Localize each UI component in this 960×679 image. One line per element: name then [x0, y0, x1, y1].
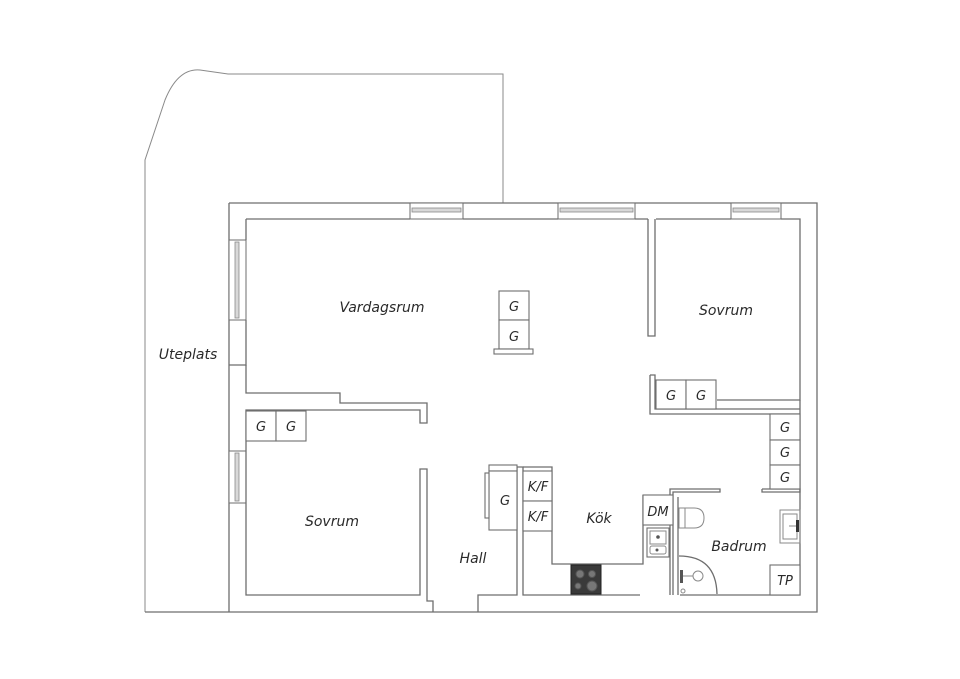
wardrobe-label: G: [509, 330, 519, 345]
window-left-2: [228, 450, 247, 504]
room-label-sovrum-right: Sovrum: [699, 303, 753, 319]
shower-icon: [678, 555, 718, 595]
kitchen-fridge-freezer[interactable]: K/F K/F: [522, 470, 553, 532]
fridge-label: K/F: [528, 510, 549, 525]
window-top-2: [557, 202, 636, 220]
washer-dryer-label: TP: [777, 574, 793, 589]
wardrobe-label: G: [286, 420, 296, 435]
dishwasher[interactable]: DM: [642, 494, 674, 526]
kitchen-sink-icon: [646, 527, 670, 558]
room-label-hall: Hall: [460, 551, 487, 567]
wardrobe-label: G: [509, 300, 519, 315]
wardrobe-label: G: [256, 420, 266, 435]
wardrobe-label: G: [780, 421, 790, 436]
wardrobe-label: G: [666, 389, 676, 404]
wardrobe-label: G: [696, 389, 706, 404]
toilet-icon: [678, 507, 705, 529]
room-label-badrum: Badrum: [711, 539, 766, 555]
dishwasher-label: DM: [647, 505, 668, 520]
hall-right-wardrobes[interactable]: G G G: [769, 413, 801, 490]
vardagsrum-wardrobe[interactable]: G G: [493, 290, 534, 355]
wardrobe-label: G: [500, 494, 510, 509]
patio-outline: [144, 69, 504, 612]
wardrobe-label: G: [780, 446, 790, 461]
window-top-1: [409, 202, 464, 220]
window-top-3: [730, 202, 782, 220]
room-label-uteplats: Uteplats: [159, 347, 218, 363]
bath-sink-icon: [779, 509, 801, 544]
fridge-label: K/F: [528, 480, 549, 495]
wardrobe-label: G: [780, 471, 790, 486]
sovrum-left-wardrobes[interactable]: G G: [245, 410, 307, 442]
room-label-vardagsrum: Vardagsrum: [340, 300, 425, 316]
room-label-sovrum-left: Sovrum: [305, 514, 359, 530]
hall-wardrobe[interactable]: G: [484, 464, 518, 531]
sovrum-right-wardrobes[interactable]: G G: [655, 379, 717, 410]
stove-icon: [570, 564, 602, 595]
washer-dryer[interactable]: TP: [769, 564, 801, 596]
window-left-1: [228, 239, 247, 321]
room-label-kok: Kök: [586, 511, 612, 527]
